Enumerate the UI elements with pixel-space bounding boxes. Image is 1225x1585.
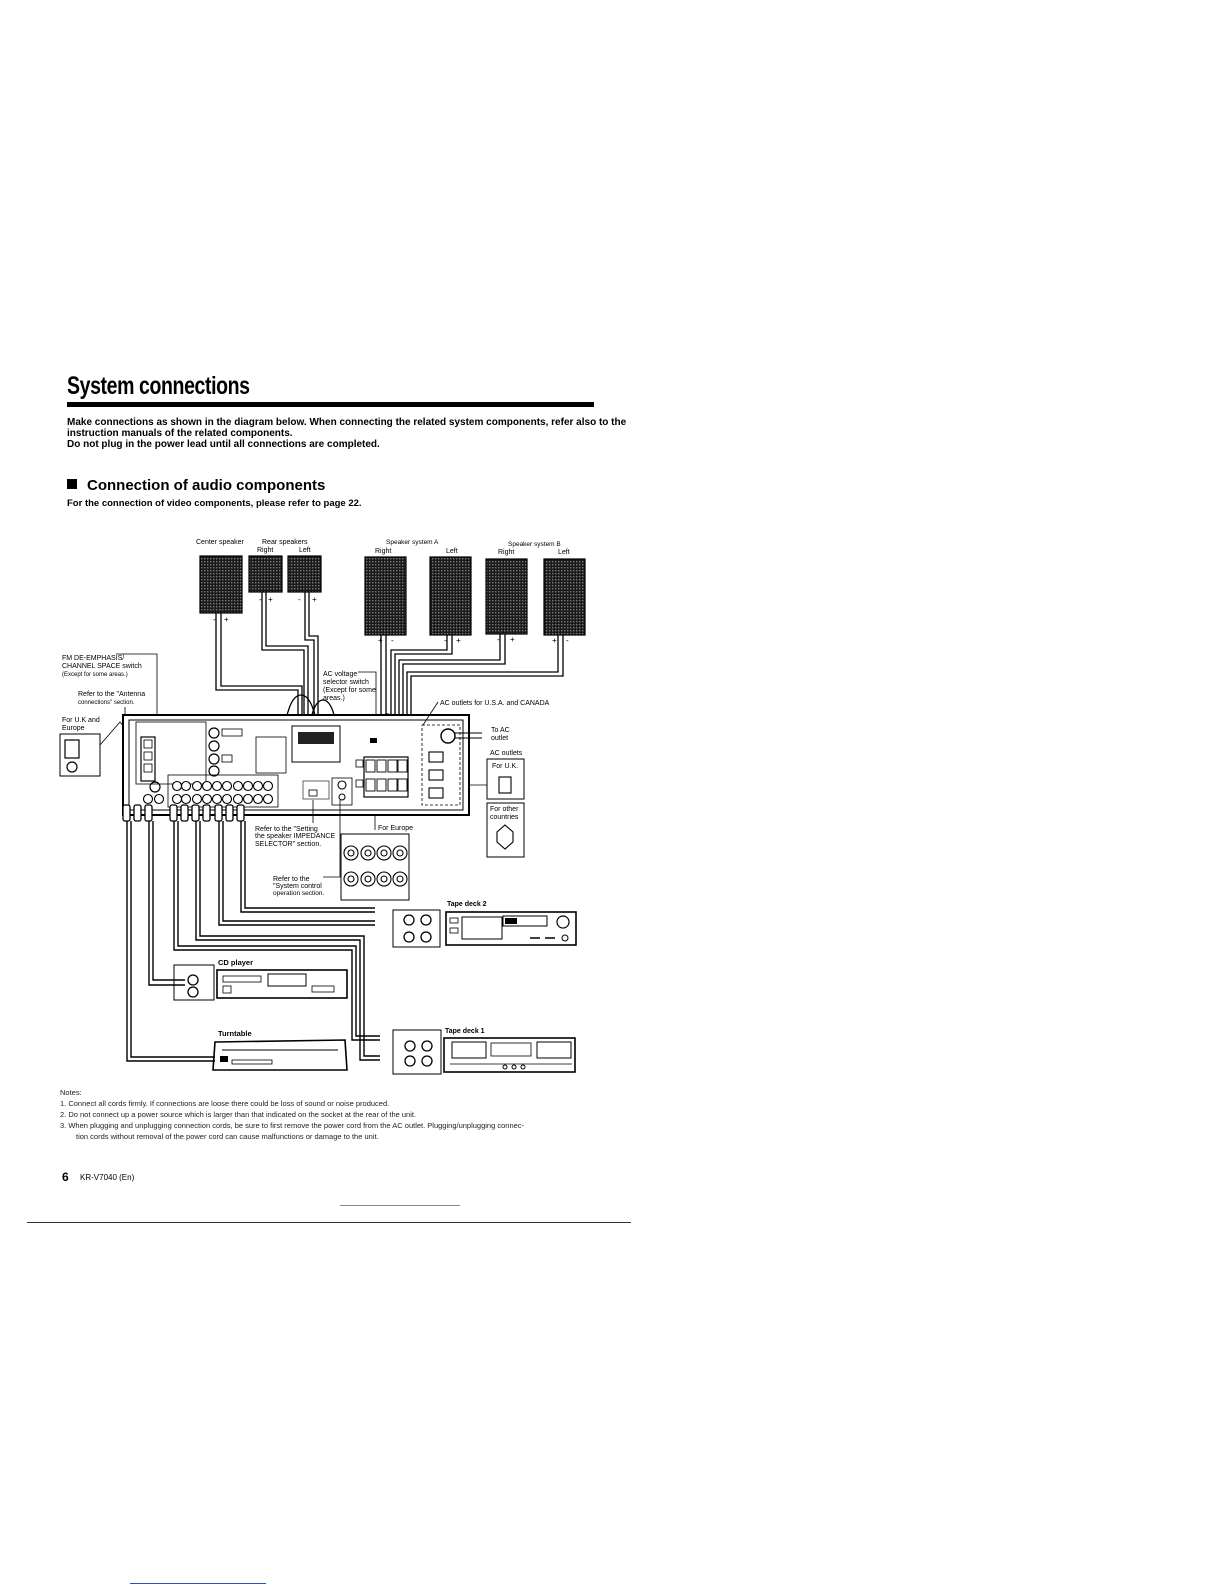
polarity-mark: + (510, 635, 515, 644)
square-bullet-icon (67, 479, 77, 489)
label-ac-outlets-usa: AC outlets for U.S.A. and CANADA (440, 700, 550, 707)
polarity-mark: + (312, 595, 317, 604)
rear-speaker-left (287, 555, 322, 593)
receiver-rear-panel (122, 714, 470, 816)
center-speaker (199, 555, 243, 614)
label-speaker-system-a: Speaker system A (386, 539, 439, 546)
polarity-mark: + (224, 615, 229, 624)
notes-heading: Notes: (60, 1088, 82, 1097)
polarity-mark: + (268, 595, 273, 604)
label-ac-outlets: AC outlets (490, 750, 523, 757)
label-ac-areas: areas.) (323, 695, 345, 702)
label-cd-player: CD player (218, 958, 253, 967)
label-other-countries-1: For other (490, 806, 519, 813)
label-uk-europe: For U.K and (62, 717, 100, 724)
uk-antenna-terminal (59, 721, 139, 777)
rear-speaker-right (248, 555, 283, 593)
label-tape-deck-2: Tape deck 2 (447, 901, 487, 908)
polarity-mark: - (213, 615, 216, 624)
tape-deck-1 (392, 1029, 576, 1075)
label-sysctrl-2: "System control (273, 883, 322, 890)
label-fm-channel-space: CHANNEL SPACE switch (62, 663, 142, 670)
label-sysctrl-1: Refer to the (273, 876, 310, 883)
label-to-ac: To AC (491, 727, 510, 734)
speaker-a-right (364, 556, 407, 636)
label-a-left: Left (446, 548, 458, 555)
model-number: KR-V7040 (En) (80, 1173, 135, 1182)
label-rear-speakers: Rear speakers (262, 539, 308, 546)
scan-artifact-rule (340, 1205, 460, 1206)
label-antenna-ref: Refer to the "Antenna (78, 691, 145, 698)
polarity-mark: - (444, 636, 447, 645)
note-item-continued: tion cords without removal of the power … (76, 1132, 379, 1141)
polarity-mark: - (391, 636, 394, 645)
label-rear-right: Right (257, 547, 273, 554)
tape-deck-2 (392, 909, 577, 948)
polarity-mark: + (552, 636, 557, 645)
label-outlet: outlet (491, 735, 508, 742)
label-center-speaker: Center speaker (196, 539, 245, 546)
note-item: 2. Do not connect up a power source whic… (60, 1110, 417, 1119)
label-fm-areas: (Except for some areas.) (62, 672, 128, 678)
intro-line-1: Make connections as shown in the diagram… (67, 417, 627, 428)
scan-artifact-blue-line (130, 1583, 266, 1584)
speaker-b-left (543, 558, 586, 636)
audio-cables (126, 821, 380, 1062)
page-number: 6 (62, 1170, 69, 1184)
label-for-europe: For Europe (378, 825, 413, 832)
polarity-mark: + (456, 636, 461, 645)
label-b-left: Left (558, 549, 570, 556)
page-title: System connections (67, 372, 250, 400)
label-europe: Europe (62, 725, 85, 732)
title-rule (67, 402, 594, 407)
label-impedance-2: the speaker IMPEDANCE (255, 833, 335, 840)
polarity-mark: - (298, 595, 301, 604)
label-impedance-3: SELECTOR" section. (255, 841, 321, 848)
label-impedance-1: Refer to the "Setting (255, 826, 318, 833)
rca-plugs (122, 804, 245, 822)
polarity-mark: - (259, 595, 262, 604)
section-heading: Connection of audio components (67, 477, 325, 494)
label-ac-selector: selector switch (323, 679, 369, 686)
label-tape-deck-1: Tape deck 1 (445, 1028, 485, 1035)
label-ac-voltage: AC voltage (323, 671, 357, 678)
cd-player (173, 964, 348, 1001)
label-ac-except: (Except for some (323, 687, 376, 694)
label-antenna-section: connections" section. (78, 700, 135, 706)
section-subtext: For the connection of video components, … (67, 498, 362, 509)
section-heading-text: Connection of audio components (87, 477, 326, 494)
label-speaker-system-b: Speaker system B (508, 541, 561, 548)
turntable (212, 1039, 348, 1071)
polarity-mark: - (566, 636, 569, 645)
label-fm-deemphasis: FM DE-EMPHASIS/ (62, 655, 124, 662)
label-for-uk: For U.K. (492, 763, 518, 770)
intro-line-3: Do not plug in the power lead until all … (67, 439, 380, 450)
label-turntable: Turntable (218, 1029, 252, 1038)
label-rear-left: Left (299, 547, 311, 554)
other-outlet-plug (486, 802, 525, 858)
speaker-a-left (429, 556, 472, 636)
uk-outlet-plug (469, 758, 525, 800)
polarity-mark: - (497, 635, 500, 644)
europe-speaker-terminals (340, 833, 410, 901)
label-a-right: Right (375, 548, 391, 555)
intro-line-2: instruction manuals of the related compo… (67, 428, 293, 439)
note-item: 3. When plugging and unplugging connecti… (60, 1121, 525, 1130)
note-item: 1. Connect all cords firmly. If connecti… (60, 1099, 390, 1108)
label-b-right: Right (498, 549, 514, 556)
label-other-countries-2: countries (490, 814, 519, 821)
bottom-rule (27, 1222, 631, 1223)
speaker-b-right (485, 558, 528, 635)
label-sysctrl-3: operation section. (273, 890, 325, 897)
